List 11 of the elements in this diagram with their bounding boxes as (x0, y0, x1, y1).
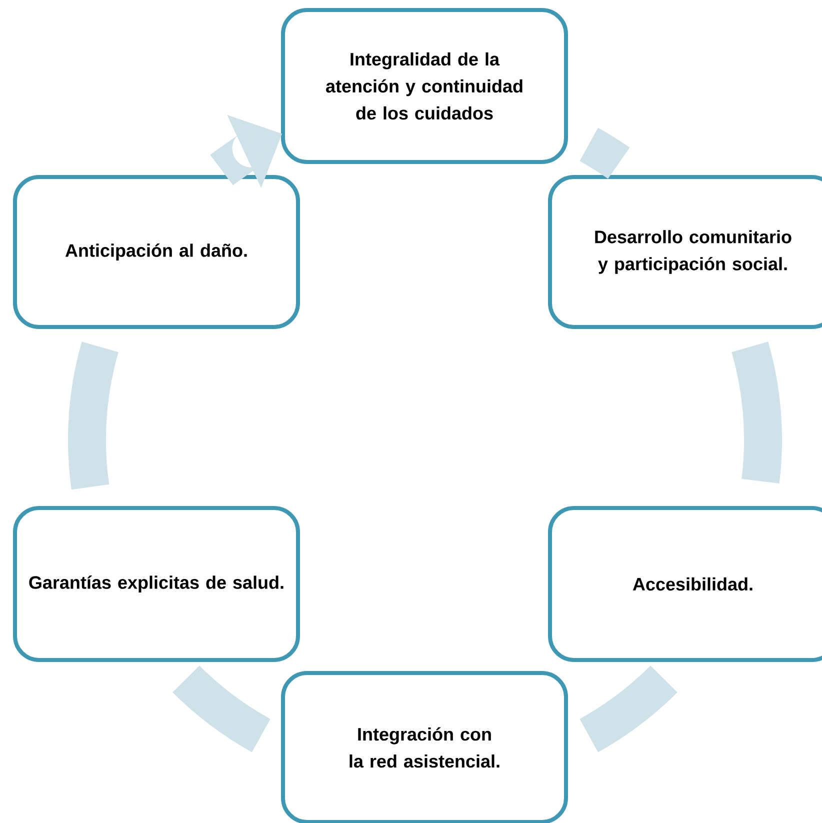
process-box: Desarrollo comunitario y participación social. (548, 175, 822, 329)
process-box: Accesibilidad. (548, 506, 822, 662)
process-box: Integralidad de la atención y continuidad de los cuidados (281, 8, 568, 164)
process-box: Anticipación al daño. (13, 175, 300, 329)
ring-segment (580, 128, 630, 179)
ring-segment (732, 342, 782, 484)
ring-segment (68, 342, 118, 490)
process-box: Integración con la red asistencial. (281, 671, 568, 823)
process-box: Garantías explicitas de salud. (13, 506, 300, 662)
ring-segment (579, 665, 678, 752)
ring-segment (172, 665, 271, 752)
